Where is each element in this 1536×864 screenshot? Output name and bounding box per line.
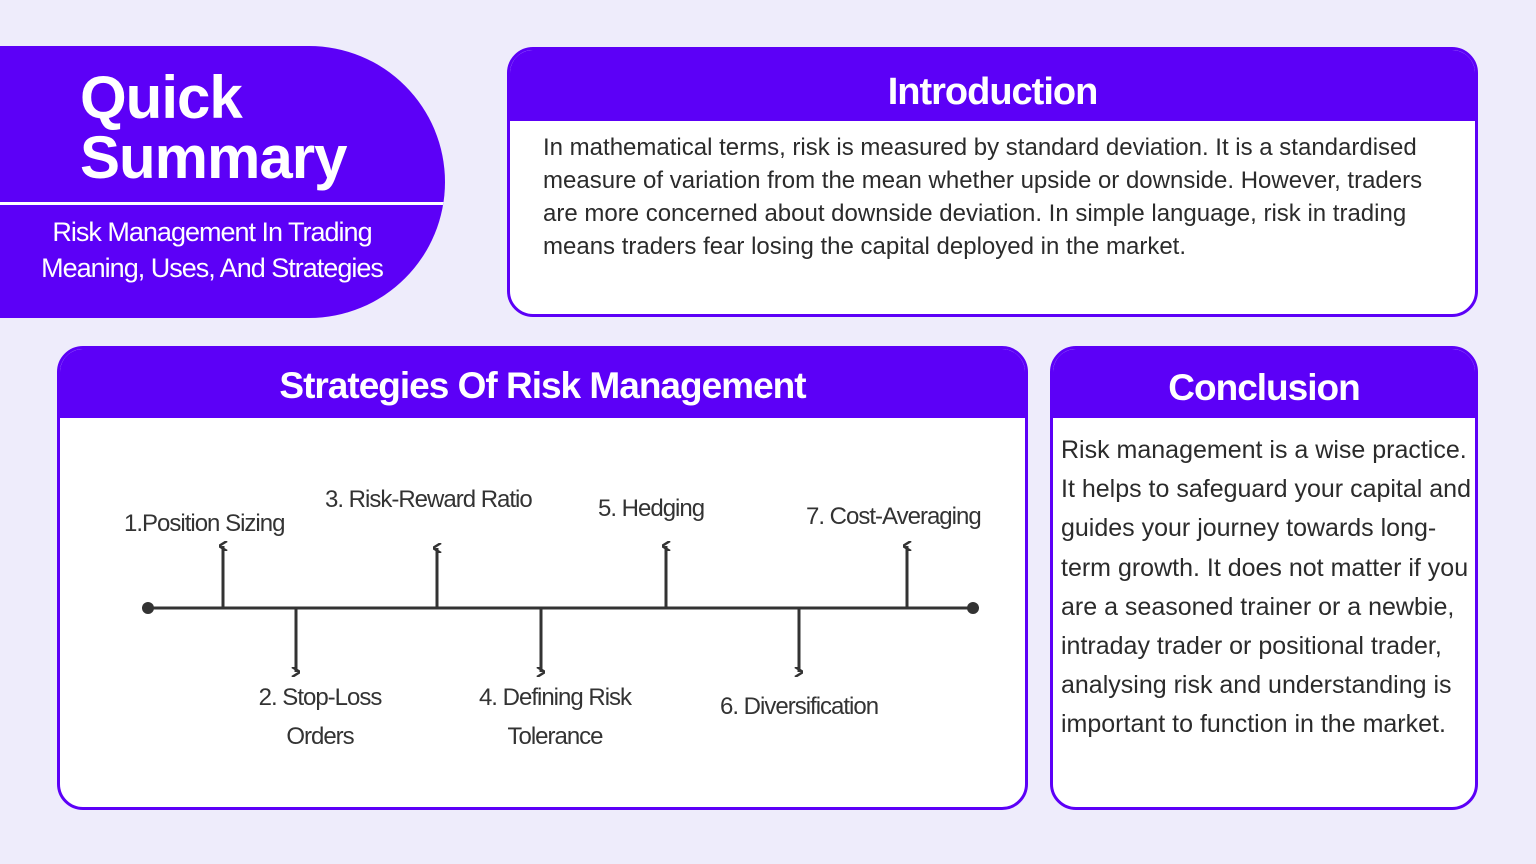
quick-summary-subtitle: Risk Management In Trading Meaning, Uses… bbox=[0, 214, 424, 286]
strategy-cost-averaging: 7. Cost-Averaging bbox=[806, 503, 982, 530]
introduction-panel: Introduction In mathematical terms, risk… bbox=[507, 47, 1478, 317]
quick-summary-subtitle-line1: Risk Management In Trading bbox=[52, 217, 372, 247]
quick-summary-title-line2: Summary bbox=[80, 124, 347, 191]
strategy-position-sizing: 1.Position Sizing bbox=[124, 510, 285, 537]
strategies-panel: Strategies Of Risk Management 1.Position… bbox=[57, 346, 1028, 810]
timeline-end-dot bbox=[967, 602, 979, 614]
conclusion-heading: Conclusion bbox=[1053, 349, 1475, 418]
introduction-heading: Introduction bbox=[510, 50, 1475, 121]
strategies-heading: Strategies Of Risk Management bbox=[60, 349, 1025, 418]
strategy-diversification: 6. Diversification bbox=[720, 693, 879, 720]
strategy-hedging: 5. Hedging bbox=[598, 495, 705, 522]
quick-summary-title: Quick Summary bbox=[80, 64, 347, 191]
strategy-risk-tolerance: 4. Defining Risk Tolerance bbox=[478, 684, 632, 750]
strategies-timeline bbox=[142, 349, 979, 807]
quick-summary-card: Quick Summary Risk Management In Trading… bbox=[0, 46, 445, 318]
timeline-start-dot bbox=[142, 602, 154, 614]
quick-summary-divider bbox=[0, 202, 445, 205]
introduction-body: In mathematical terms, risk is measured … bbox=[543, 134, 1423, 260]
conclusion-panel: Conclusion Risk management is a wise pra… bbox=[1050, 346, 1478, 810]
quick-summary-title-line1: Quick bbox=[80, 64, 243, 131]
quick-summary-subtitle-line2: Meaning, Uses, And Strategies bbox=[41, 253, 384, 283]
strategy-risk-reward: 3. Risk-Reward Ratio bbox=[325, 486, 533, 513]
conclusion-body: Risk management is a wise practice. It h… bbox=[1061, 436, 1471, 739]
strategy-stop-loss: 2. Stop-Loss Orders bbox=[258, 684, 383, 750]
